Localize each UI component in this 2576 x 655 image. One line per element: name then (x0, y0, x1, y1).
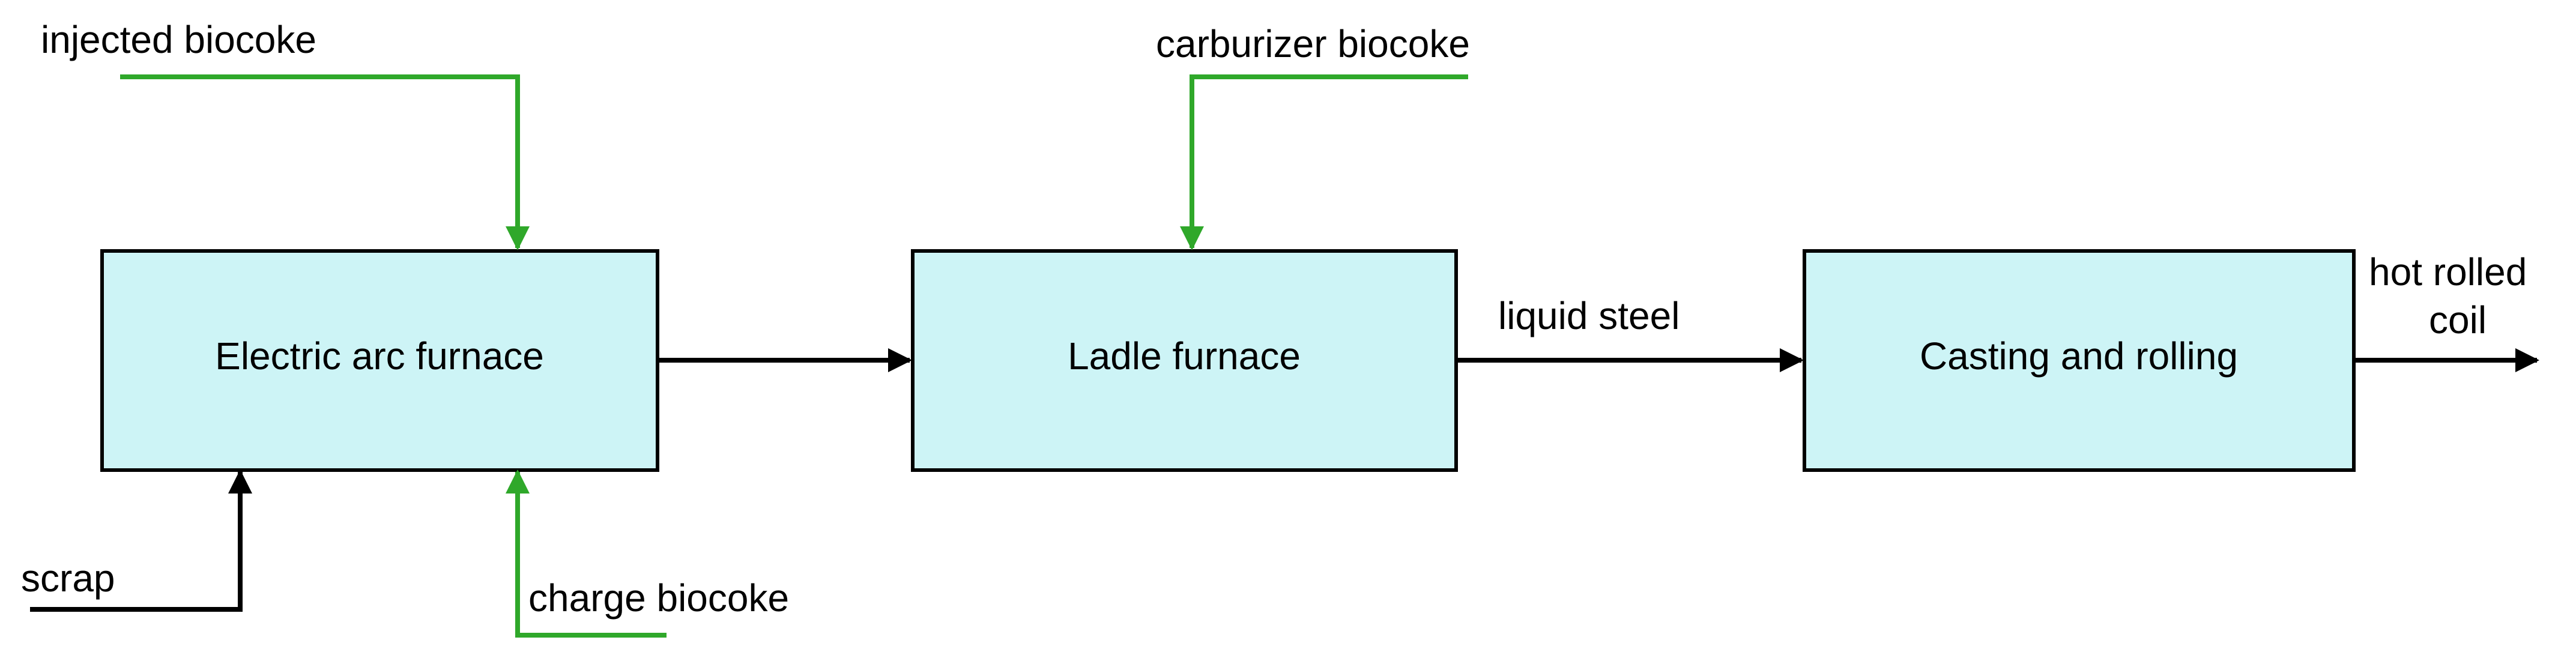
casting-and-rolling-box (1803, 249, 2356, 472)
scrap-line (30, 469, 252, 612)
charge-biocoke-line (506, 469, 667, 638)
electric-arc-furnace-box (100, 249, 659, 472)
scrap-label: scrap (21, 557, 115, 600)
electric-arc-furnace-label: Electric arc furnace (215, 334, 544, 378)
hot-rolled-coil-label-line2: coil (2429, 298, 2487, 342)
injected-biocoke-line (120, 74, 530, 250)
injected-biocoke-label: injected biocoke (41, 18, 316, 61)
casting-and-rolling-label: Casting and rolling (1920, 334, 2238, 378)
liquid-steel-label: liquid steel (1498, 294, 1680, 337)
carburizer-biocoke-label: carburizer biocoke (1156, 22, 1470, 65)
ladle-furnace-box (911, 249, 1458, 472)
hot-rolled-coil-label-line1: hot rolled (2369, 250, 2527, 294)
ladle-furnace-label: Ladle furnace (1068, 334, 1301, 378)
carburizer-biocoke-line (1180, 74, 1468, 250)
charge-biocoke-label: charge biocoke (528, 576, 789, 620)
